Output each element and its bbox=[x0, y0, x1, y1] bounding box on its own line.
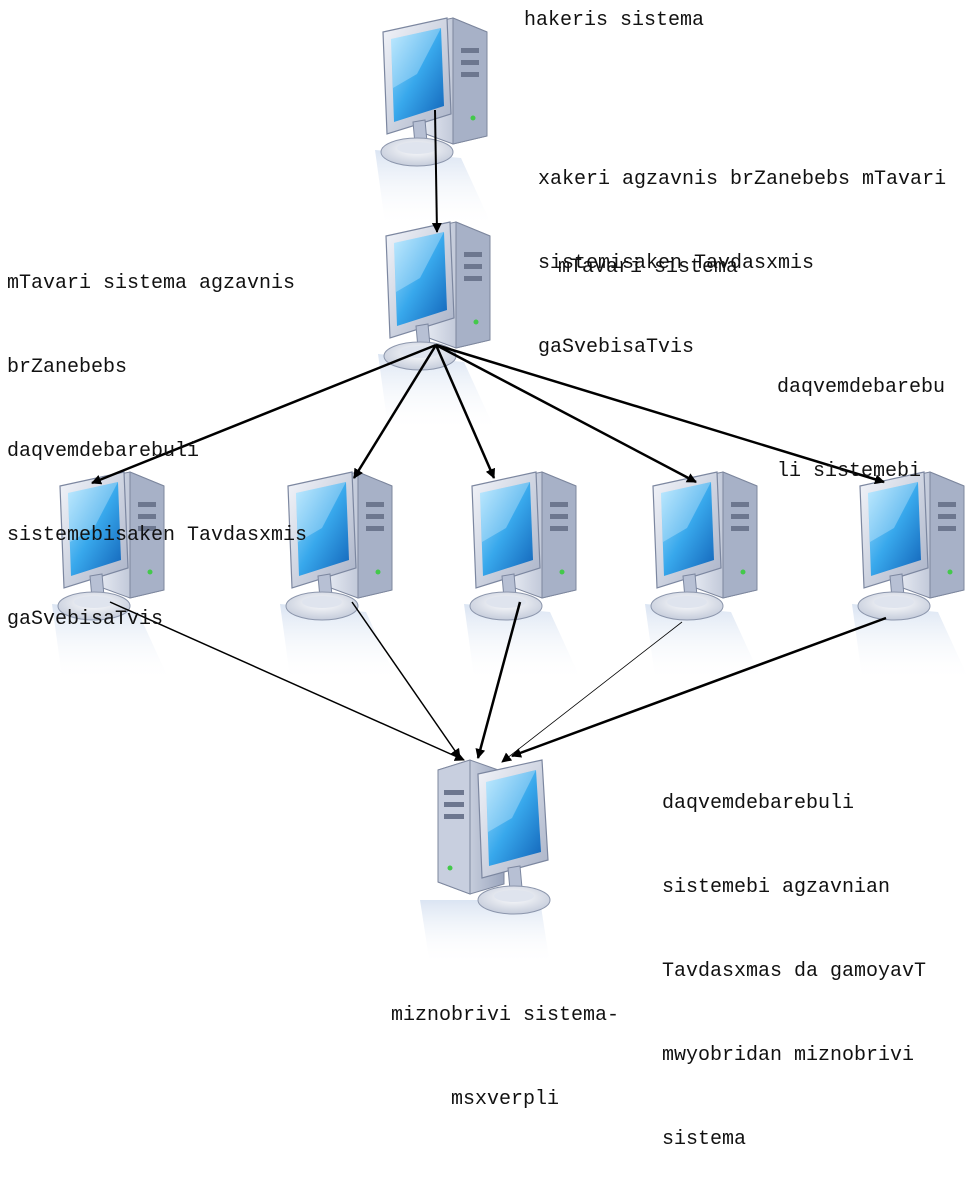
arrow-main-to-sub-5 bbox=[435, 343, 885, 485]
subordinate-note-line-1: daqvemdebarebuli bbox=[662, 792, 855, 815]
subordinate-systems-line-1: daqvemdebarebu bbox=[777, 376, 946, 399]
arrow-main-to-sub-3 bbox=[434, 344, 496, 479]
subordinate-computer-icon-4 bbox=[644, 471, 764, 683]
subordinate-computer-icon-3 bbox=[463, 471, 583, 683]
network-diagram bbox=[51, 17, 971, 966]
hacker-note-line-2: sistemisaken Tavdasxmis bbox=[538, 252, 815, 275]
subordinate-systems-label: daqvemdebarebu li sistemebi bbox=[777, 318, 945, 514]
arrow-sub-4-to-target bbox=[501, 621, 683, 763]
target-system-line-2: msxverpli bbox=[450, 1088, 560, 1111]
subordinate-note-line-2: sistemebi agzavnian bbox=[662, 876, 891, 899]
arrow-sub-2-to-target bbox=[351, 601, 461, 759]
hacker-computer-icon bbox=[374, 17, 494, 229]
main-note-line-3: daqvemdebarebuli bbox=[7, 440, 200, 463]
subordinate-note-line-3: Tavdasxmas da gamoyavT bbox=[662, 960, 927, 983]
hacker-note-line-3: gaSvebisaTvis bbox=[538, 336, 695, 359]
arrow-main-to-sub-4 bbox=[435, 343, 697, 484]
arrow-sub-1-to-target bbox=[109, 601, 465, 761]
target-computer-icon bbox=[419, 759, 551, 966]
target-system-line-1: miznobrivi sistema- bbox=[390, 1004, 620, 1027]
hacker-system-label: hakeris sistema bbox=[524, 9, 705, 32]
subordinate-note: daqvemdebarebuli sistemebi agzavnian Tav… bbox=[662, 734, 926, 1182]
main-note-line-1: mTavari sistema agzavnis bbox=[7, 272, 296, 295]
main-note-line-5: gaSvebisaTvis bbox=[7, 608, 164, 631]
main-note: mTavari sistema agzavnis brZanebebs daqv… bbox=[7, 214, 307, 662]
arrow-main-to-sub-2 bbox=[352, 344, 438, 479]
main-note-line-2: brZanebebs bbox=[7, 356, 128, 379]
subordinate-note-line-5: sistema bbox=[662, 1128, 747, 1151]
main-system-label: mTavari sistema bbox=[558, 256, 739, 279]
main-note-line-4: sistemebisaken Tavdasxmis bbox=[7, 524, 308, 547]
subordinate-systems-line-2: li sistemebi bbox=[777, 460, 922, 483]
hacker-note-line-1: xakeri agzavnis brZanebebs mTavari bbox=[538, 168, 947, 191]
hacker-note: xakeri agzavnis brZanebebs mTavari siste… bbox=[538, 110, 946, 390]
arrow-sub-3-to-target bbox=[475, 601, 522, 759]
arrow-hacker-to-main bbox=[431, 109, 442, 233]
main-computer-icon bbox=[377, 221, 497, 433]
subordinate-note-line-4: mwyobridan miznobrivi bbox=[662, 1044, 915, 1067]
target-system-label: miznobrivi sistema- msxverpli bbox=[360, 946, 650, 1142]
arrow-sub-5-to-target bbox=[511, 616, 887, 758]
arrow-main-to-sub-1 bbox=[91, 343, 437, 485]
